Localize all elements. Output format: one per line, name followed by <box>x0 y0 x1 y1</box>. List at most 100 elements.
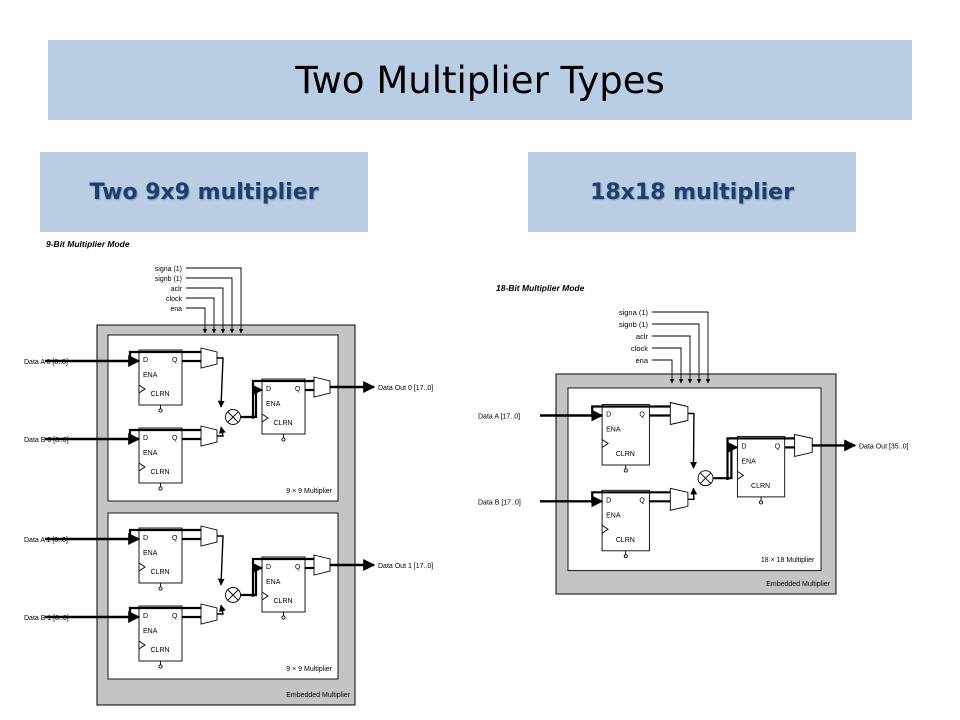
control-signal-label: clock <box>166 296 182 303</box>
bypass-bus-b <box>591 491 671 502</box>
unit-caption: 18 × 18 Multiplier <box>761 557 815 564</box>
clock-triangle <box>138 640 146 650</box>
clock-triangle <box>261 413 269 423</box>
left-heading-band: Two 9x9 multiplier <box>40 152 368 232</box>
register-clrn-label: CLRN <box>274 598 293 605</box>
register-ena-label: ENA <box>143 450 158 457</box>
register-box <box>736 435 786 498</box>
register-q-label: Q <box>295 564 301 571</box>
register-q-label: Q <box>172 357 178 364</box>
mult-to-out-reg <box>241 562 264 597</box>
clrn-bubble <box>623 468 628 473</box>
register-clrn-label: CLRN <box>616 537 635 544</box>
register-clrn-label: CLRN <box>151 647 170 654</box>
register-d-label: D <box>606 412 611 419</box>
data-a-label: Data A 0 [8..0] <box>24 359 68 366</box>
mux-b-to-mult <box>687 487 698 500</box>
clrn-bubble <box>158 408 163 413</box>
register-q-label: Q <box>639 497 645 504</box>
register-q-label: Q <box>172 435 178 442</box>
register-q-label: Q <box>172 535 178 542</box>
register-box <box>138 527 183 584</box>
data-out-label: Data Out [35..0] <box>859 443 908 450</box>
register-clrn-label: CLRN <box>274 420 293 427</box>
slide-title: Two Multiplier Types <box>295 58 665 102</box>
mux-a-to-mult <box>217 535 225 586</box>
out-bypass-bus <box>726 437 795 479</box>
mux-shape <box>669 487 689 511</box>
junction-dot <box>128 359 132 363</box>
bypass-bus-a <box>128 350 201 361</box>
right-heading-band: 18x18 multiplier <box>528 152 856 232</box>
data-a-label: Data A 1 [8..0] <box>24 537 68 544</box>
data-a-label: Data A [17..0] <box>478 414 520 421</box>
control-signal-label: aclr <box>171 286 183 293</box>
register: D Q ENA CLRN <box>601 404 650 473</box>
register-q-label: Q <box>295 386 301 393</box>
mux-b-to-mult <box>217 426 226 437</box>
clrn-bubble <box>158 664 163 669</box>
junction-dot <box>590 499 594 504</box>
register-ena-label: ENA <box>143 550 158 557</box>
register-ena-label: ENA <box>266 579 281 586</box>
register-clrn-label: CLRN <box>616 451 635 458</box>
register-ena-label: ENA <box>606 427 621 434</box>
mult-to-out-reg <box>241 384 264 419</box>
junction-dot <box>590 413 594 418</box>
clock-triangle <box>138 562 146 572</box>
mux-a-to-mult <box>687 412 698 469</box>
clock-triangle <box>601 439 609 448</box>
register-q-label: Q <box>775 443 781 450</box>
control-signal-label: ena <box>170 306 182 313</box>
bypass-bus-a <box>128 528 201 539</box>
data-out-label: Data Out 1 [17..0] <box>378 563 433 570</box>
mult-to-out-reg <box>713 441 739 480</box>
register-d-label: D <box>143 613 148 620</box>
control-signal-label: signa (1) <box>619 308 649 317</box>
register-box <box>601 404 650 466</box>
control-signal-label: signa (1) <box>155 266 182 273</box>
junction-dot <box>128 615 132 619</box>
control-signal-wire <box>186 277 235 334</box>
data-b-label: Data B [17..0] <box>478 499 521 506</box>
register-box <box>261 378 306 435</box>
junction-dot <box>251 415 255 419</box>
mux-b-to-mult <box>217 604 226 615</box>
register: D Q ENA CLRN <box>261 378 306 442</box>
data-b-label: Data B 1 [8..0] <box>24 615 69 622</box>
register-ena-label: ENA <box>266 401 281 408</box>
title-band: Two Multiplier Types <box>48 40 912 120</box>
junction-dot <box>251 593 255 597</box>
unit-caption: 9 × 9 Multiplier <box>286 488 332 495</box>
control-signal-wire <box>652 335 693 384</box>
register-q-label: Q <box>639 412 645 419</box>
mux-shape <box>200 525 218 547</box>
multiplier-cross <box>227 411 239 423</box>
register-ena-label: ENA <box>143 628 158 635</box>
clock-triangle <box>138 384 146 394</box>
register-box <box>138 349 183 406</box>
right-heading: 18x18 multiplier <box>590 179 794 205</box>
bypass-bus-b <box>128 428 201 439</box>
register-clrn-label: CLRN <box>751 483 770 490</box>
outer-caption: Embedded Multiplier <box>766 581 830 588</box>
mux-a-to-mult <box>217 357 225 408</box>
junction-dot <box>128 437 132 441</box>
control-signal-wire <box>186 297 217 334</box>
register-clrn-label: CLRN <box>151 469 170 476</box>
mux-shape <box>794 433 813 457</box>
register-ena-label: ENA <box>606 512 621 519</box>
clock-triangle <box>261 591 269 601</box>
register-d-label: D <box>266 564 271 571</box>
clrn-bubble <box>158 586 163 591</box>
control-signal-wire <box>186 267 244 334</box>
unit-caption: 9 × 9 Multiplier <box>286 666 332 673</box>
clock-triangle <box>737 471 745 480</box>
register-d-label: D <box>266 386 271 393</box>
